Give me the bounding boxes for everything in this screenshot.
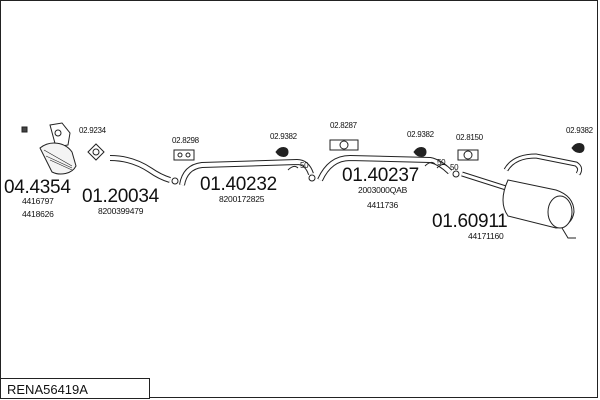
part-number: 01.40232 bbox=[200, 174, 277, 195]
clamp-size-label: 50 bbox=[450, 163, 459, 172]
fitting-code: 02.9382 bbox=[566, 126, 593, 135]
fitting-code: 02.8150 bbox=[456, 133, 483, 142]
clamp-arrow-icon-1 bbox=[287, 165, 299, 171]
fitting-code: 02.8287 bbox=[330, 121, 357, 130]
part-ref: 4418626 bbox=[22, 209, 54, 219]
reference-box: RENA56419A bbox=[0, 378, 150, 399]
clamp-arrow-icon-2 bbox=[424, 161, 436, 167]
rubber-hanger-icon-1 bbox=[275, 147, 289, 157]
part-ref: 4411736 bbox=[367, 200, 399, 210]
part-ref: 2003000QAB bbox=[358, 185, 408, 195]
reference-code: RENA56419A bbox=[7, 382, 88, 397]
middle-pipe-icon bbox=[179, 158, 314, 186]
part-number: 04.4354 bbox=[4, 177, 71, 198]
fitting-code: 02.8298 bbox=[172, 136, 199, 145]
bracket-icon-2 bbox=[329, 139, 359, 151]
fitting-code: 02.9382 bbox=[270, 132, 297, 141]
part-number: 01.60911 bbox=[432, 211, 508, 232]
part-number: 01.40237 bbox=[342, 165, 419, 186]
bracket-icon-3 bbox=[457, 149, 479, 161]
rear-muffler-icon bbox=[502, 153, 583, 239]
rubber-hanger-icon-2 bbox=[413, 147, 427, 157]
bracket-icon-1 bbox=[173, 149, 195, 161]
part-ref: 4416797 bbox=[22, 196, 54, 206]
clamp-size-label: 50 bbox=[300, 161, 309, 170]
gasket-square bbox=[21, 126, 28, 133]
clamp-arrow-icon-3 bbox=[436, 163, 448, 169]
part-ref: 44171160 bbox=[468, 231, 504, 241]
gasket-icon-1 bbox=[87, 143, 105, 161]
rubber-hanger-icon-3 bbox=[571, 143, 585, 153]
fitting-code: 02.9234 bbox=[79, 126, 106, 135]
part-number: 01.20034 bbox=[82, 186, 159, 207]
front-pipe-icon bbox=[109, 155, 171, 183]
catalytic-converter-icon bbox=[39, 122, 77, 175]
clamp-size-label: 50 bbox=[437, 158, 446, 167]
clamp-icon-2 bbox=[308, 174, 316, 182]
part-ref: 8200172825 bbox=[219, 194, 265, 204]
rear-pipe-icon bbox=[317, 154, 453, 182]
clamp-icon-1 bbox=[171, 177, 179, 185]
clamp-icon-3 bbox=[452, 170, 460, 178]
fitting-code: 02.9382 bbox=[407, 130, 434, 139]
part-ref: 8200399479 bbox=[98, 206, 144, 216]
